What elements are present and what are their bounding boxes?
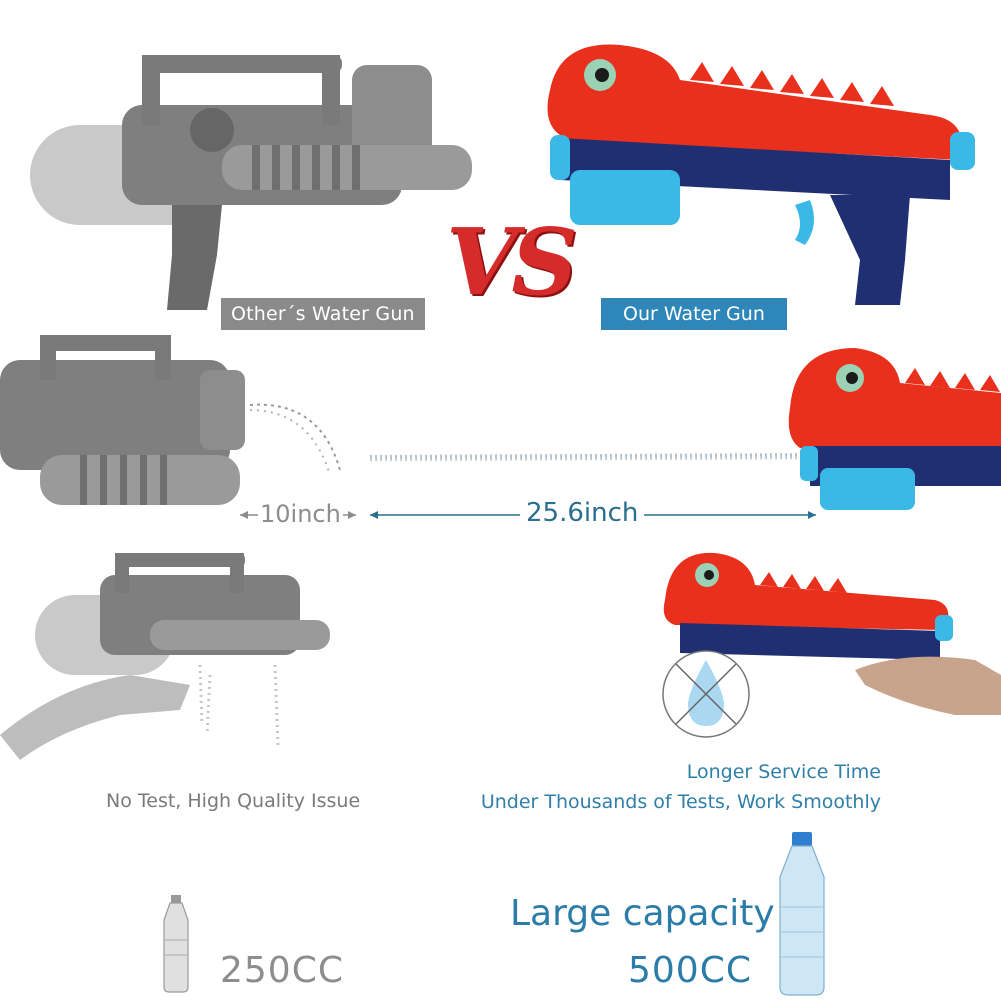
other-distance-value: 10inch [258, 500, 343, 528]
leaking-gray-water-gun-icon [0, 545, 340, 785]
other-water-gun-label: Other´s Water Gun [221, 298, 425, 330]
gray-water-gun-icon [22, 25, 482, 325]
our-distance-value: 25.6inch [520, 498, 645, 528]
our-quality-note-line1: Longer Service Time [686, 761, 881, 783]
capacity-title: Large capacity [510, 893, 775, 934]
other-capacity-value: 250CC [220, 950, 344, 991]
dino-water-gun-icon [530, 20, 990, 320]
our-water-gun-label: Our Water Gun [601, 298, 787, 330]
water-spray-stream [370, 448, 810, 468]
crossed-water-drop-icon [660, 648, 752, 740]
large-water-bottle-icon [772, 832, 832, 997]
dino-water-gun-side-icon [780, 338, 1001, 518]
vs-text: VS [446, 208, 578, 316]
small-water-bottle-icon [158, 895, 194, 993]
our-quality-note-line2: Under Thousands of Tests, Work Smoothly [480, 791, 881, 813]
other-quality-note: No Test, High Quality Issue [106, 790, 361, 812]
our-quality-note: Longer Service Time Under Thousands of T… [480, 757, 881, 817]
dino-water-gun-held-icon [655, 545, 1001, 745]
our-capacity-value: 500CC [628, 950, 752, 991]
gray-water-gun-side-icon [0, 330, 360, 520]
